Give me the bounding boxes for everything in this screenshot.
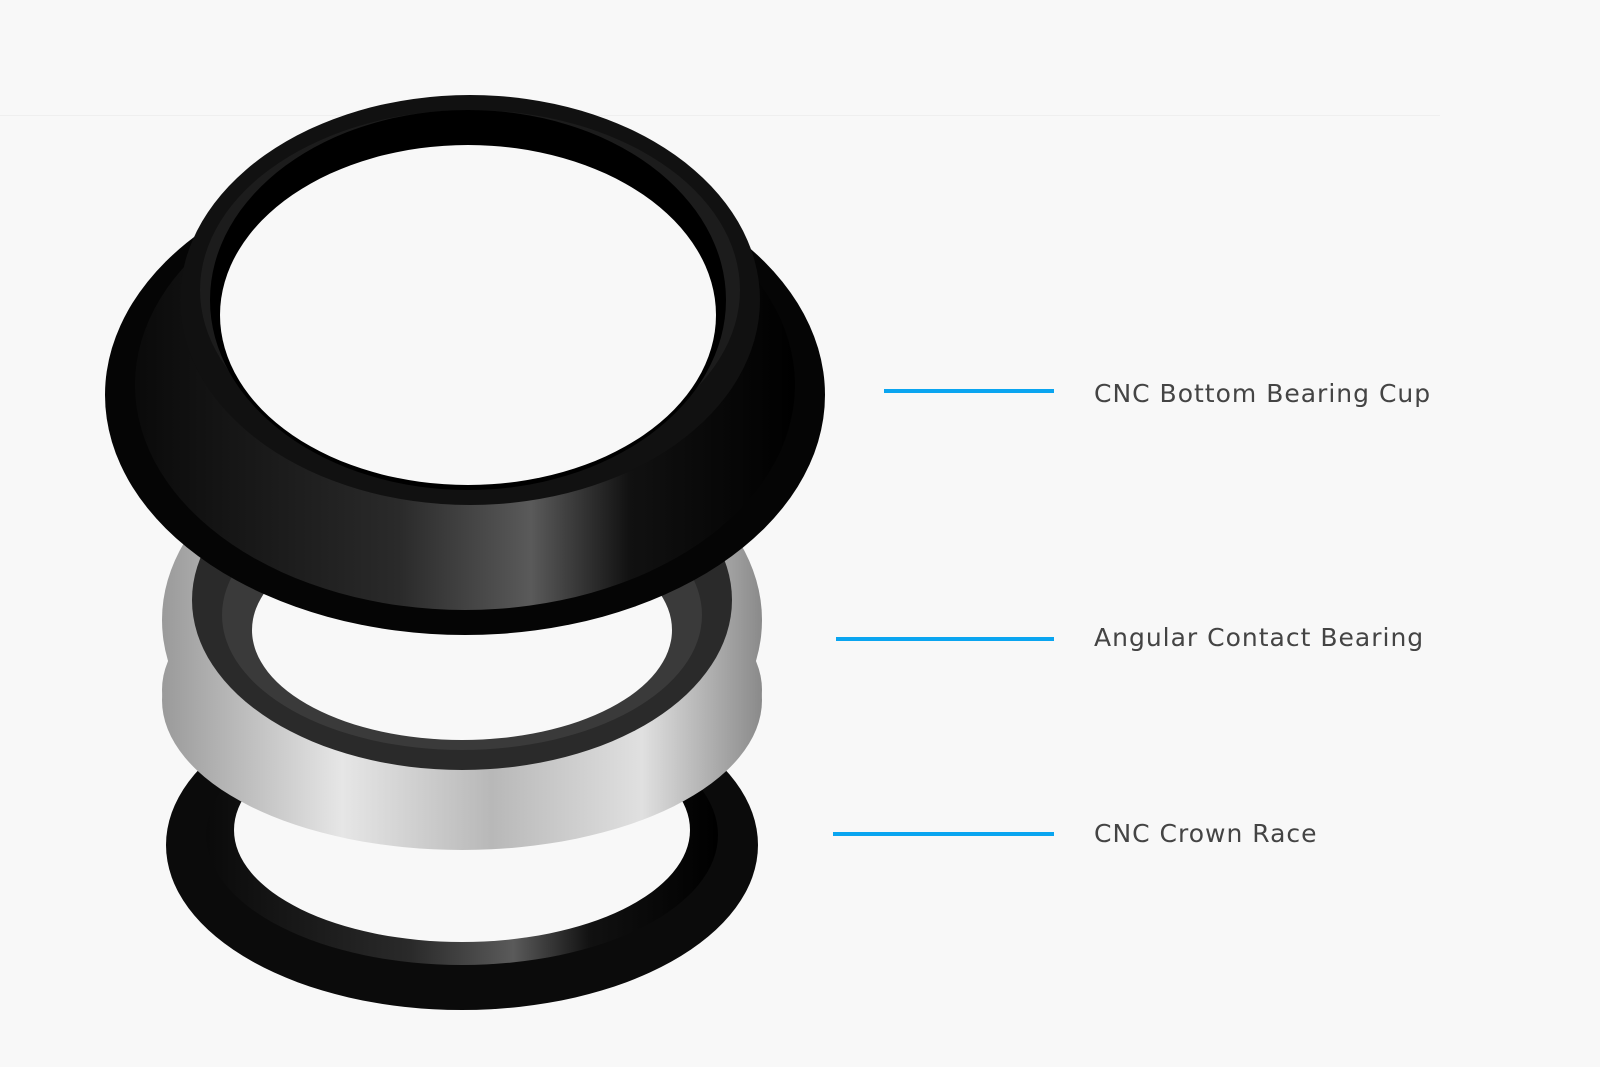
divider	[0, 115, 1440, 116]
label-crown-race: CNC Crown Race	[1094, 819, 1318, 848]
bottom-bearing-cup-part	[105, 95, 825, 635]
label-bearing-cup: CNC Bottom Bearing Cup	[1094, 379, 1432, 408]
leader-line-bearing	[836, 637, 1054, 641]
label-bearing: Angular Contact Bearing	[1094, 623, 1425, 652]
leader-line-crown-race	[833, 832, 1054, 836]
leader-line-bearing-cup	[884, 389, 1054, 393]
